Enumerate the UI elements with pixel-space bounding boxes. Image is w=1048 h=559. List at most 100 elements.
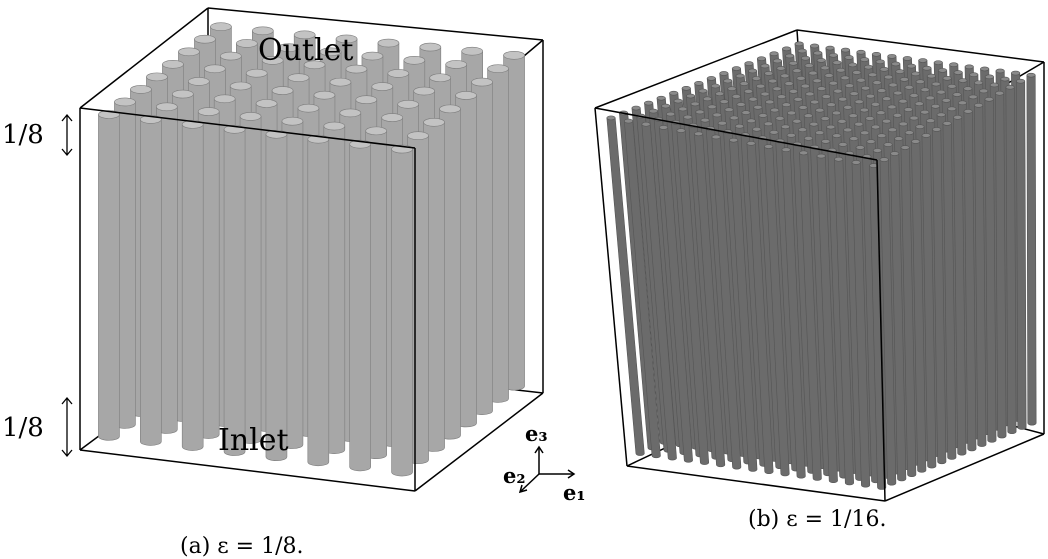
cylinder-body bbox=[851, 162, 871, 488]
box-edge bbox=[594, 29, 798, 109]
cylinder-top bbox=[848, 62, 858, 68]
cylinder-top bbox=[397, 100, 419, 109]
cylinder-top bbox=[792, 68, 802, 74]
cylinder-top bbox=[631, 105, 641, 111]
cylinder-top bbox=[756, 83, 766, 89]
cylinder bbox=[995, 90, 1007, 439]
cylinder-top bbox=[820, 65, 830, 71]
cylinder bbox=[963, 109, 977, 452]
cylinder-top bbox=[803, 136, 813, 141]
cylinder bbox=[900, 145, 917, 477]
cylinder bbox=[265, 129, 288, 461]
cylinder-top bbox=[751, 76, 761, 81]
cylinder-top bbox=[455, 91, 477, 100]
cylinder-top bbox=[365, 126, 387, 136]
cylinder bbox=[711, 134, 742, 470]
cylinder-top bbox=[963, 86, 973, 91]
cylinder-top bbox=[815, 107, 825, 113]
box-edge bbox=[876, 159, 886, 502]
cylinder bbox=[694, 131, 726, 468]
cylinder-top bbox=[984, 96, 994, 102]
cylinder-top bbox=[872, 148, 882, 153]
cylinder-top bbox=[377, 38, 400, 48]
cylinder-top bbox=[686, 93, 696, 99]
cylinder-top bbox=[836, 67, 846, 73]
cylinder-top bbox=[879, 157, 889, 162]
box-edge bbox=[207, 7, 544, 41]
cylinder-body bbox=[911, 141, 927, 473]
cylinder-top bbox=[403, 55, 426, 65]
cylinder bbox=[781, 147, 806, 479]
cylinder-top bbox=[820, 116, 830, 121]
box-edge bbox=[884, 433, 1045, 502]
cylinder-top bbox=[706, 76, 716, 81]
panel-a-box-front-edges bbox=[79, 107, 416, 492]
cylinder-top bbox=[861, 85, 871, 91]
cylinder-top bbox=[768, 78, 778, 84]
box-edge bbox=[594, 107, 628, 467]
cylinder-top bbox=[883, 74, 893, 80]
cylinder-top bbox=[788, 89, 798, 94]
bottom-margin-label: 1/8 bbox=[2, 413, 44, 443]
cylinder-top bbox=[770, 107, 780, 113]
cylinder-top bbox=[936, 112, 946, 118]
cylinder-top bbox=[832, 133, 842, 138]
cylinder bbox=[921, 133, 937, 469]
cylinder-top bbox=[743, 89, 753, 94]
cylinder-body bbox=[641, 123, 677, 461]
cylinder bbox=[764, 144, 790, 477]
cylinder bbox=[223, 125, 246, 456]
cylinder bbox=[1005, 84, 1017, 435]
cylinder-top bbox=[303, 60, 326, 70]
cylinder-top bbox=[838, 96, 848, 102]
cylinder-top bbox=[239, 112, 262, 121]
cylinder-top bbox=[833, 88, 843, 94]
cylinder-body bbox=[140, 119, 162, 446]
cylinder bbox=[729, 137, 758, 472]
cylinder bbox=[834, 156, 854, 486]
cylinder-top bbox=[952, 92, 962, 97]
cylinder-top bbox=[772, 86, 782, 92]
cylinder-top bbox=[831, 110, 841, 116]
cylinder bbox=[984, 96, 997, 443]
cylinder-top bbox=[875, 59, 885, 65]
cylinder-top bbox=[702, 96, 712, 102]
cylinder-top bbox=[852, 70, 862, 75]
cylinder-top bbox=[777, 94, 787, 99]
cylinder-top bbox=[828, 52, 838, 58]
cylinder-top bbox=[764, 71, 774, 76]
cylinder-top bbox=[821, 94, 831, 99]
cylinder-top bbox=[710, 83, 720, 89]
cylinder-top bbox=[895, 69, 905, 74]
cylinder-top bbox=[724, 107, 734, 112]
cylinder-top bbox=[849, 91, 859, 96]
cylinder-top bbox=[868, 72, 878, 78]
cylinder-top bbox=[287, 73, 310, 82]
cylinder-top bbox=[760, 91, 770, 97]
cylinder-top bbox=[772, 58, 782, 64]
cylinder-top bbox=[213, 94, 236, 104]
cylinder-top bbox=[838, 142, 848, 147]
cylinder-top bbox=[780, 73, 790, 79]
cylinder-top bbox=[780, 124, 790, 130]
cylinder-top bbox=[782, 46, 792, 52]
cylinder-body bbox=[1026, 74, 1037, 426]
cylinder-body bbox=[1005, 86, 1017, 435]
cylinder-top bbox=[683, 114, 693, 120]
cylinder-body bbox=[659, 127, 693, 463]
cylinder-top bbox=[894, 136, 904, 141]
cylinder-top bbox=[736, 102, 746, 107]
cylinder-body bbox=[995, 92, 1007, 439]
cylinder-top bbox=[681, 85, 691, 91]
cylinder-top bbox=[931, 81, 941, 87]
cylinder-top bbox=[471, 77, 493, 87]
cylinder-top bbox=[429, 73, 451, 83]
cylinder bbox=[1026, 72, 1037, 426]
cylinder bbox=[676, 128, 710, 465]
panel-a: Outlet Inlet 1/8 1/8 (a) ε = 1/8. bbox=[2, 7, 544, 559]
cylinder-top bbox=[731, 66, 741, 71]
cylinder-top bbox=[941, 98, 951, 103]
cylinder-top bbox=[816, 58, 826, 63]
cylinder-top bbox=[931, 103, 941, 109]
